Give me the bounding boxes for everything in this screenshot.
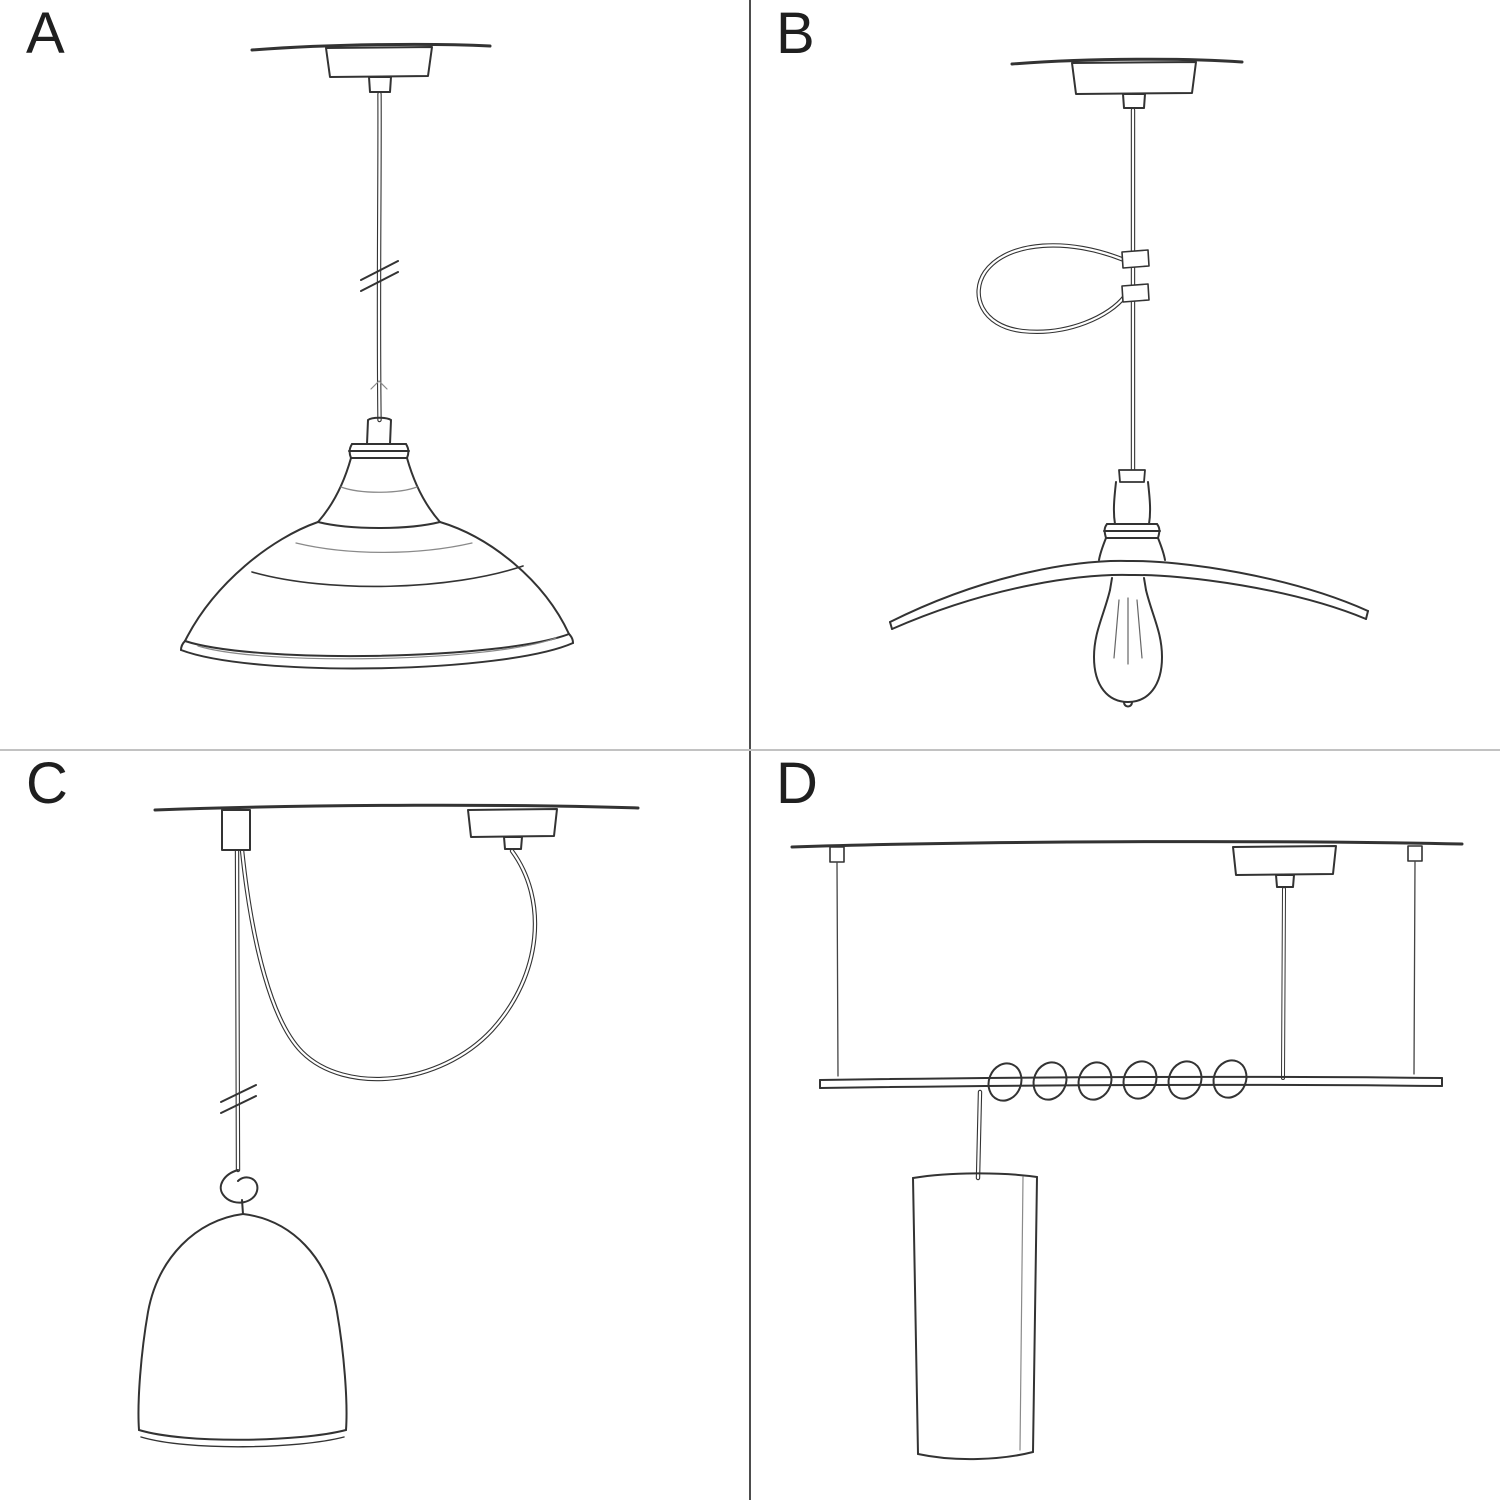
panel-a: A [0,0,750,750]
panel-a-label: A [26,1,65,66]
ceiling-rose [1232,845,1337,888]
swag-cable [239,847,538,1082]
panel-d: D [750,750,1500,1500]
panel-c-label: C [26,751,68,816]
lamp-holder [1098,469,1166,561]
horizontal-divider [0,749,1500,751]
center-stem [1281,887,1286,1080]
cable-clip [976,243,1150,334]
cord-length-marks [220,1084,257,1114]
ceiling-hook [221,809,251,851]
bulb-filament [1113,597,1143,665]
drop-cord [234,843,241,1173]
pendant-sketch-a [180,42,574,670]
ceiling-mount [1010,57,1244,109]
panel-c: C [0,750,750,1500]
pendant-cord [360,91,399,423]
adjust-arrow-icon [370,380,388,390]
panel-b: B [750,0,1500,750]
cable-knot [219,1169,259,1215]
cord-length-marks [360,260,399,292]
coiled-cord [987,1059,1248,1102]
cylinder-shade [912,1172,1038,1461]
light-bulb [1093,577,1163,708]
ceiling-mount [250,42,492,93]
ceiling-rose [467,808,558,850]
drop-cord [975,1089,983,1181]
panel-d-label: D [776,751,818,816]
panel-b-label: B [776,1,815,66]
pendant-sketch-b [889,57,1369,708]
flat-plate-shade [889,559,1369,630]
suspension-wires [829,845,1423,1077]
ceiling-line [153,803,640,812]
suspension-bar [819,1075,1443,1089]
industrial-bowl-shade [180,521,574,670]
pendant-sketch-c [137,803,640,1448]
pendant-sketch-d [790,840,1464,1461]
ceiling-line [790,840,1464,849]
bell-dome-shade [137,1213,348,1448]
lamp-holder [317,416,441,523]
